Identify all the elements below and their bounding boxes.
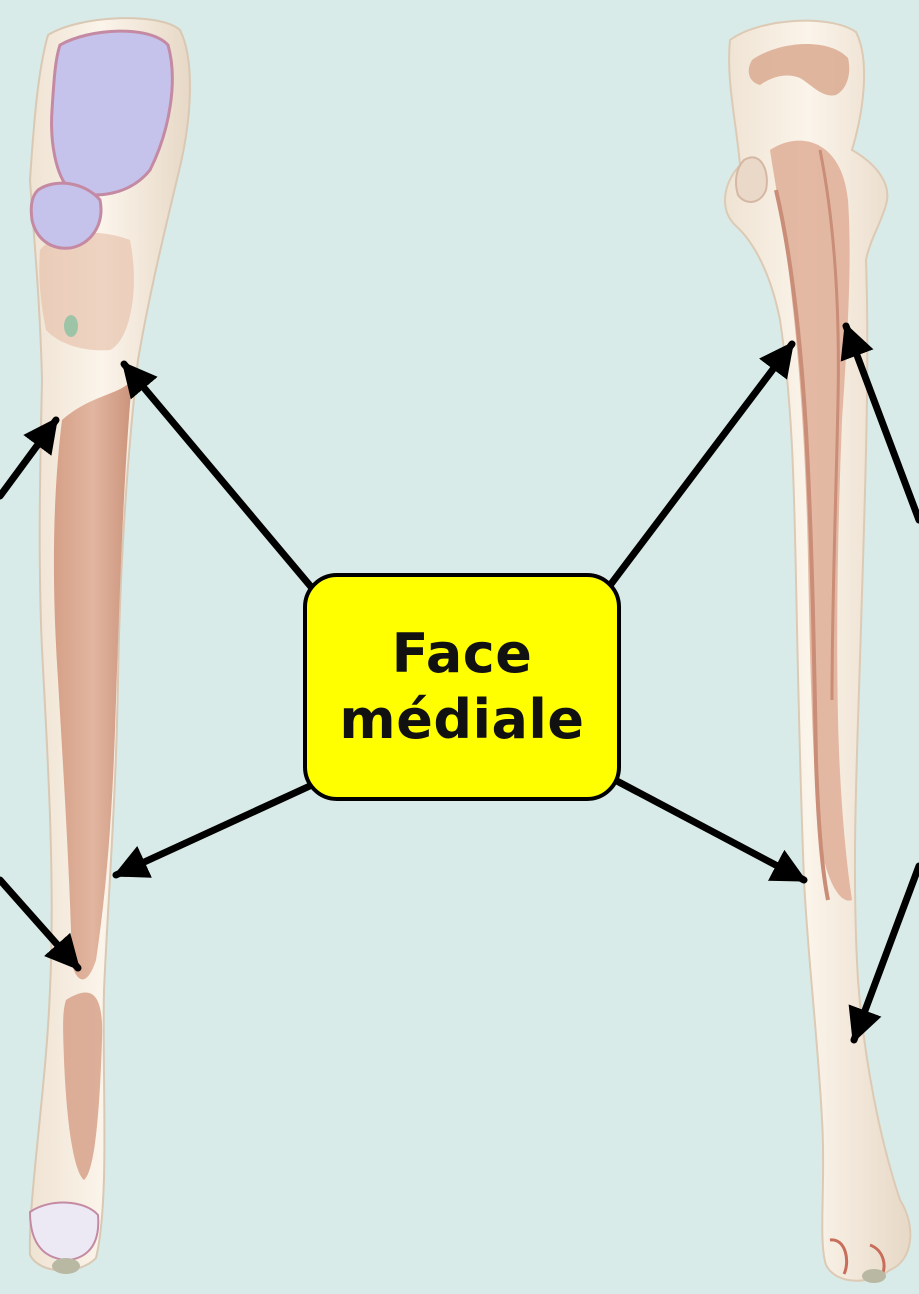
label-line-2: médiale — [339, 687, 584, 753]
face-mediale-label: Face médiale — [303, 573, 621, 801]
arrow-to-left-lower-face — [116, 785, 312, 875]
arrow-to-right-upper-face — [608, 344, 792, 588]
arrow-to-left-upper-face — [124, 364, 312, 588]
right-bone-icon — [725, 21, 910, 1283]
arrow-right-edge-lower — [854, 866, 919, 1040]
arrow-to-right-lower-face — [615, 780, 804, 880]
left-bone-icon — [30, 18, 190, 1274]
label-line-1: Face — [392, 621, 533, 687]
